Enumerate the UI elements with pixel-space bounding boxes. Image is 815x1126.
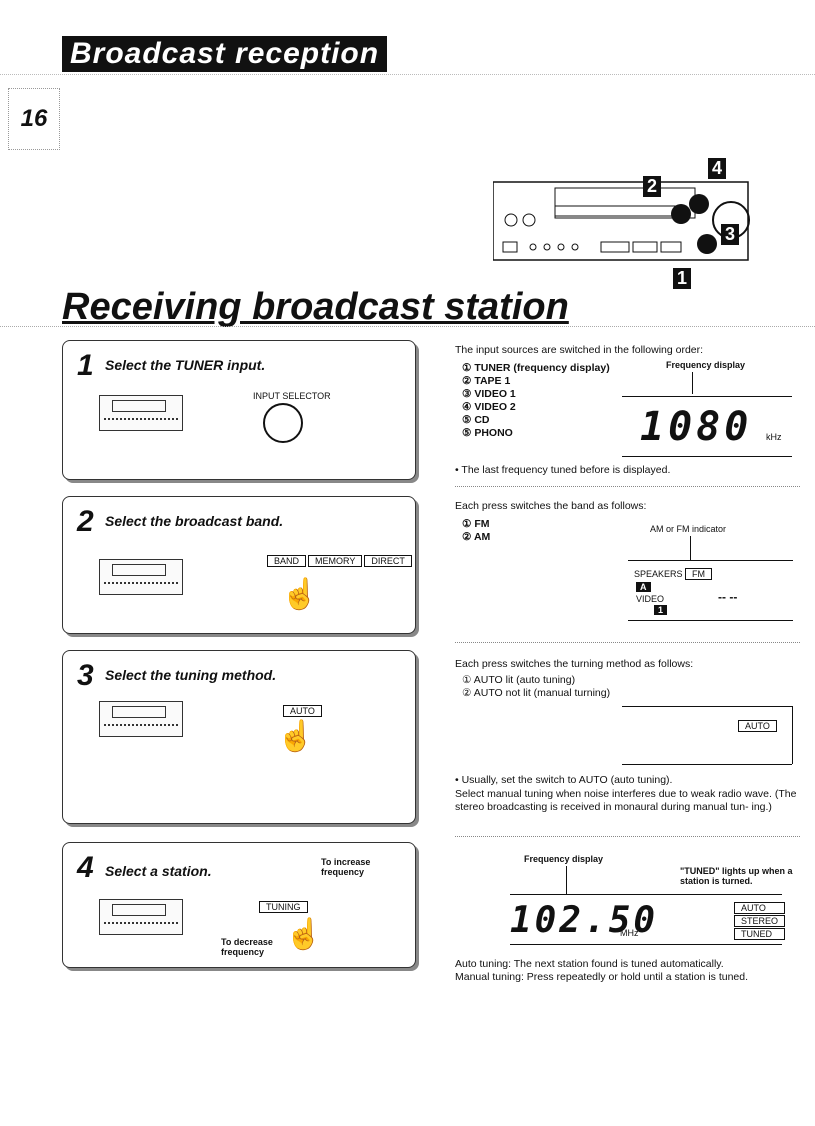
auto-button[interactable]: AUTO (283, 705, 322, 717)
display-top-rule (510, 894, 782, 895)
step-number: 4 (77, 851, 94, 884)
speakers-indicator: SPEAKERS FM (634, 568, 713, 580)
decrease-label: To decrease frequency (221, 937, 273, 957)
auto-indicator: AUTO (734, 902, 786, 914)
speaker-a-badge: A (636, 582, 651, 592)
callout-1: 1 (673, 268, 692, 289)
hand-icon: ☝ (277, 720, 315, 753)
manual-tuning-line: Manual tuning: Press repeatedly or hold … (455, 971, 749, 983)
increase-label: To increase frequency (321, 857, 371, 877)
tuning-list: ① AUTO lit (auto tuning)② AUTO not lit (… (462, 674, 611, 699)
display-bottom-rule (622, 456, 792, 457)
page-number: 16 (8, 88, 60, 150)
info-1-intro: The input sources are switched in the fo… (455, 344, 704, 356)
status-indicators: AUTO STEREO TUNED (734, 902, 786, 940)
direct-button[interactable]: DIRECT (364, 555, 412, 567)
receiver-mini-icon (99, 701, 183, 737)
input-selector-knob[interactable] (263, 403, 303, 443)
header-rule (0, 74, 815, 75)
display-edge (792, 706, 793, 764)
step-number: 3 (77, 659, 94, 692)
tuned-indicator: TUNED (734, 928, 786, 940)
display-bottom-rule (622, 764, 792, 765)
video-1-badge: 1 (654, 605, 668, 615)
dash-display: -- -- (718, 590, 738, 604)
hand-icon: ☝ (281, 578, 319, 611)
receiver-mini-icon (99, 395, 183, 431)
divider (455, 642, 800, 643)
auto-tuning-line: Auto tuning: The next station found is t… (455, 958, 724, 970)
display-top-rule (622, 706, 792, 707)
leader-line (566, 866, 567, 894)
step-title: Select the TUNER input. (105, 357, 266, 373)
divider (455, 836, 800, 837)
step-title: Select a station. (105, 863, 212, 879)
receiver-mini-icon (99, 559, 183, 595)
indicator-label: AM or FM indicator (650, 524, 727, 534)
section-rule (0, 326, 815, 327)
unit-label: kHz (766, 432, 782, 442)
step-title: Select the broadcast band. (105, 513, 284, 529)
step-4-panel: 4 Select a station. To increase frequenc… (62, 842, 416, 968)
callout-3: 3 (721, 224, 740, 245)
section-title: Receiving broadcast station (62, 286, 569, 328)
fm-indicator: FM (685, 568, 713, 580)
display-bottom-rule (628, 620, 793, 621)
info-2-intro: Each press switches the band as follows: (455, 500, 647, 512)
frequency-display: 102.50 (510, 900, 659, 941)
auto-indicator: AUTO (738, 720, 777, 732)
info-1-note: • The last frequency tuned before is dis… (455, 464, 671, 476)
info-3-intro: Each press switches the turning method a… (455, 658, 694, 670)
display-top-rule (622, 396, 792, 397)
callout-2: 2 (643, 176, 662, 197)
video-indicator: VIDEO (636, 594, 665, 604)
info-3-paragraph: Select manual tuning when noise interfer… (455, 788, 797, 813)
divider (455, 486, 800, 487)
step-3-panel: 3 Select the tuning method. AUTO ☝ (62, 650, 416, 824)
unit-label: MHz (620, 928, 639, 938)
display-label: Frequency display (524, 854, 604, 864)
tuned-note: "TUNED" lights up when a station is turn… (680, 866, 793, 886)
chapter-title: Broadcast reception (62, 36, 388, 72)
hand-icon: ☝ (285, 918, 323, 951)
step-2-panel: 2 Select the broadcast band. BAND MEMORY… (62, 496, 416, 634)
step-1-panel: 1 Select the TUNER input. INPUT SELECTOR (62, 340, 416, 480)
stereo-indicator: STEREO (734, 915, 786, 927)
band-button[interactable]: BAND (267, 555, 307, 567)
memory-button[interactable]: MEMORY (308, 555, 363, 567)
info-3-bullet: • Usually, set the switch to AUTO (auto … (455, 774, 673, 786)
step-number: 1 (77, 349, 94, 382)
display-label: Frequency display (666, 360, 746, 370)
callout-4: 4 (708, 158, 727, 179)
display-top-rule (628, 560, 793, 561)
step-number: 2 (77, 505, 94, 538)
receiver-mini-icon (99, 899, 183, 935)
display-bottom-rule (510, 944, 782, 945)
step-title: Select the tuning method. (105, 667, 277, 683)
frequency-display: 1080 (640, 404, 753, 450)
leader-line (690, 536, 691, 560)
tuning-control[interactable]: TUNING (259, 901, 308, 913)
receiver-figure: 2 4 3 1 (492, 158, 763, 298)
leader-line (692, 372, 693, 394)
knob-label: INPUT SELECTOR (253, 391, 331, 401)
